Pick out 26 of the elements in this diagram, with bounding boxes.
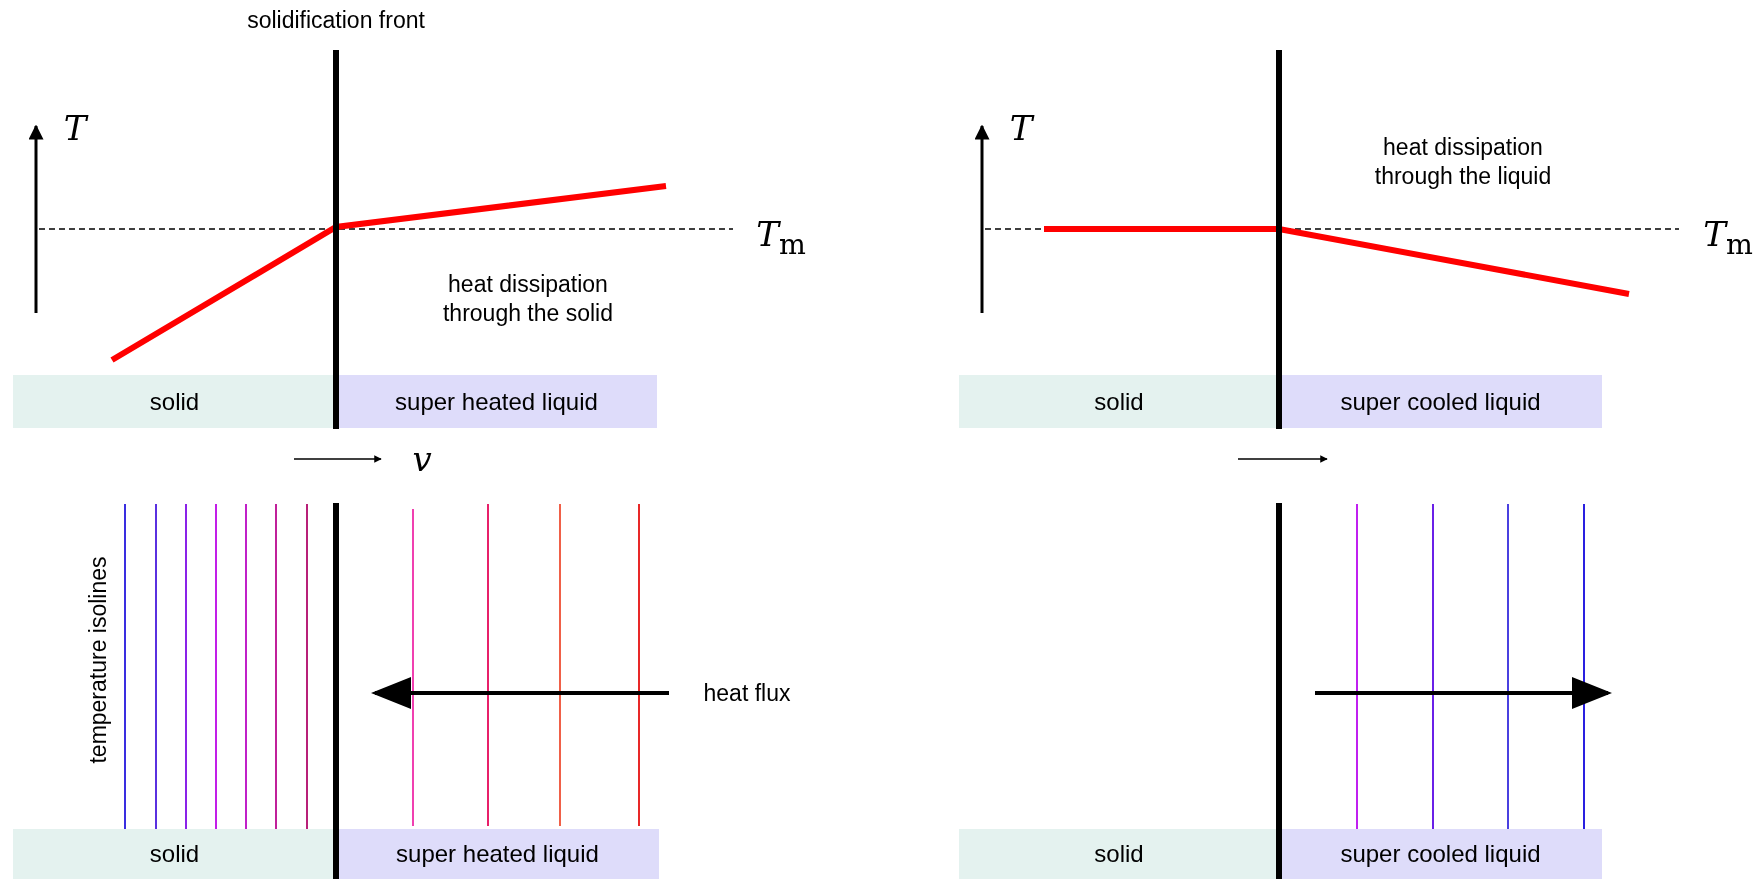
axis-label: T: [1009, 106, 1033, 150]
region-band: [13, 375, 336, 428]
region-label: super heated liquid: [396, 840, 599, 868]
region-label: solid: [149, 387, 200, 416]
region-label: super cooled liquid: [1340, 387, 1541, 416]
region-band: [959, 375, 1279, 428]
axis-label: T: [63, 106, 87, 150]
axis-label: T$_{m}$: [756, 213, 806, 263]
region-band: [1279, 829, 1602, 879]
region-band: [336, 829, 659, 879]
region-band: [1279, 375, 1602, 428]
velocity-label: v: [412, 437, 432, 481]
region-band: [336, 375, 657, 428]
annotation-text: heat dissipation through the solid: [441, 270, 615, 328]
region-label: solid: [149, 840, 200, 868]
region-band: [959, 829, 1279, 879]
region-label: solid: [1094, 387, 1144, 416]
region-label: solid: [1094, 840, 1144, 868]
region-label: super cooled liquid: [1340, 840, 1541, 868]
annotation-text: heat dissipation through the liquid: [1373, 133, 1553, 191]
axis-label: temperature isolines: [83, 556, 112, 764]
annotation-text: heat flux: [703, 678, 791, 708]
region-band: [13, 829, 336, 879]
axis-label: T$_{m}$: [1703, 213, 1753, 263]
front-label: solidification front: [247, 5, 425, 35]
region-label: super heated liquid: [395, 387, 598, 416]
